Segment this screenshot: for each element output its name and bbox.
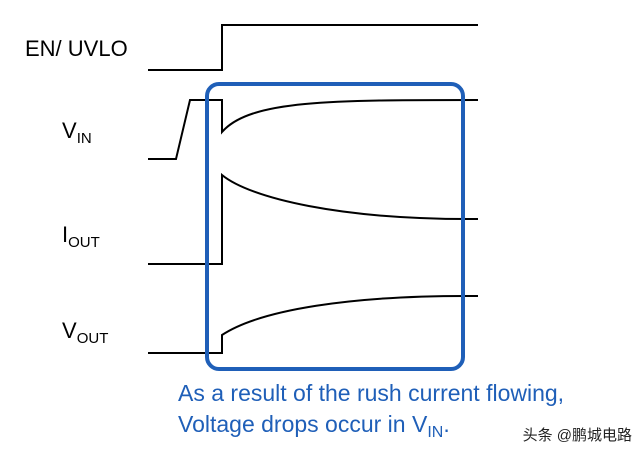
en-uvlo-label: EN/ UVLO (25, 36, 128, 61)
en-uvlo-waveform (148, 24, 478, 71)
watermark: 头条 @鹏城电路 (522, 427, 632, 444)
iout-waveform (148, 172, 479, 265)
vout-waveform (148, 294, 479, 354)
vin-label: VIN (62, 118, 92, 147)
caption-line-1: As a result of the rush current flowing, (178, 380, 565, 406)
vin-waveform (148, 99, 479, 160)
highlight-box (205, 82, 465, 371)
iout-label: IOUT (62, 222, 100, 251)
caption-line-2: Voltage drops occur in VIN. (178, 411, 450, 441)
vout-label: VOUT (62, 318, 109, 347)
